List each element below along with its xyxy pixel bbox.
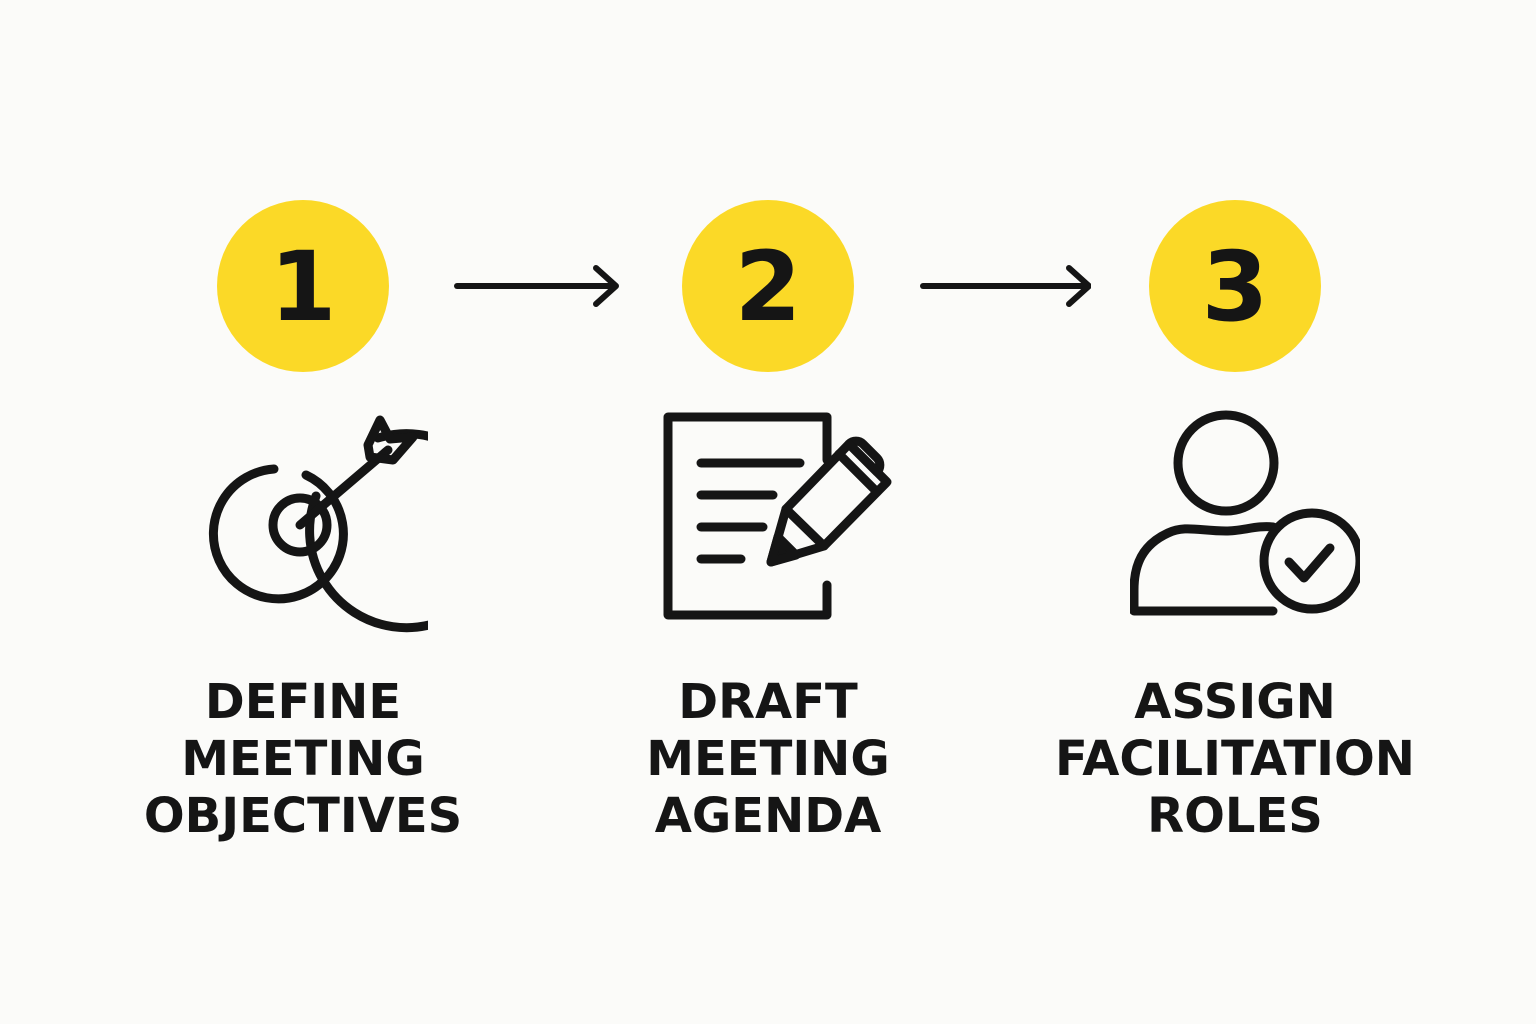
step-label-line: MEETING: [646, 731, 890, 787]
step-badge-3: 3: [1149, 200, 1321, 372]
step-label-line: ROLES: [1147, 788, 1323, 844]
step-label-line: FACILITATION: [1055, 731, 1415, 787]
step-label-line: OBJECTIVES: [143, 788, 463, 844]
step-label-line: DEFINE: [204, 674, 402, 730]
step-badge-1: 1: [217, 200, 389, 372]
step-label-line: ASSIGN: [1134, 674, 1336, 730]
step-label-line: AGENDA: [654, 788, 882, 844]
step-label: DEFINE MEETING OBJECTIVES: [113, 674, 493, 845]
step-label-line: MEETING: [181, 731, 425, 787]
step-label: ASSIGN FACILITATION ROLES: [1045, 674, 1425, 845]
step-2: 2 DRAFT MEETING AGENDA: [578, 0, 958, 1024]
arrow-right-icon: [920, 265, 1091, 307]
step-number: 1: [269, 231, 337, 343]
document-pencil-icon: [663, 412, 892, 620]
step-number: 3: [1201, 231, 1269, 343]
step-label: DRAFT MEETING AGENDA: [578, 674, 958, 845]
step-number: 2: [734, 231, 802, 343]
user-check-icon: [1130, 410, 1360, 616]
target-arrow-icon: [208, 415, 428, 633]
step-badge-2: 2: [682, 200, 854, 372]
step-label-line: DRAFT: [678, 674, 858, 730]
step-3: 3 ASSIGN FACILITATION ROLES: [1045, 0, 1425, 1024]
step-1: 1 DEFINE MEETING OBJECTIVES: [113, 0, 493, 1024]
arrow-right-icon: [454, 265, 619, 307]
